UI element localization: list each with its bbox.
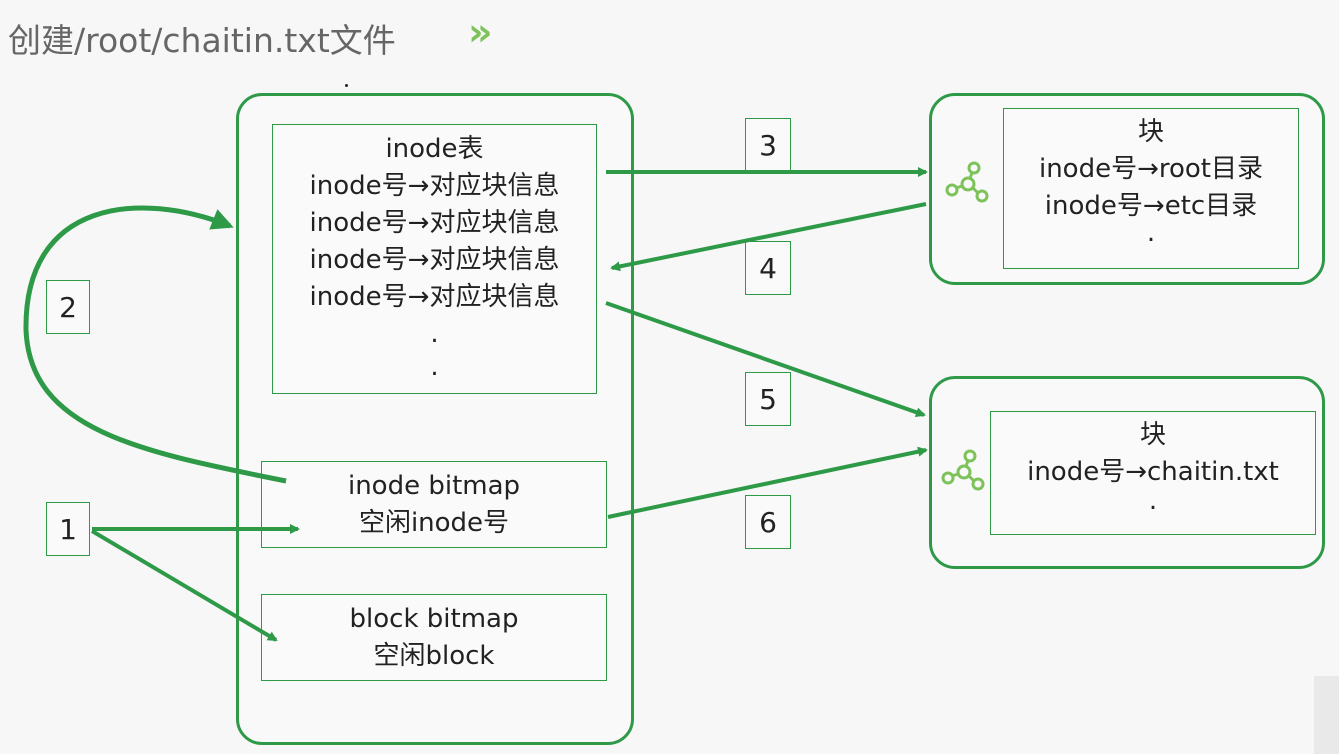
block-bottom-ellipsis: . [1148,486,1158,516]
page-title: 创建/root/chaitin.txt文件 [8,21,396,60]
inode-bitmap-box: inode bitmap 空闲inode号 [261,461,607,548]
inode-bitmap-sublabel: 空闲inode号 [358,508,510,538]
stray-dot [345,84,348,87]
block-top-header: 块 [1137,117,1164,147]
block-bottom-line: inode号→chaitin.txt [1027,457,1279,487]
step-6-label: 6 [745,495,791,549]
inode-table-box: inode表 inode号→对应块信息 inode号→对应块信息 inode号→… [272,124,597,394]
inode-bitmap-label: inode bitmap [347,471,521,501]
block-bottom-header: 块 [1139,420,1166,450]
block-top-ellipsis: . [1146,218,1156,248]
block-top-box: 块 inode号→root目录 inode号→etc目录 . [1003,108,1299,269]
step-5-label: 5 [745,372,791,426]
step-2-label: 2 [46,280,90,334]
block-top-line: inode号→root目录 [1038,154,1264,184]
block-bitmap-box: block bitmap 空闲block [261,594,607,681]
step-3-label: 3 [745,118,791,172]
double-chevron-right-icon: » [468,10,492,54]
inode-table-ellipsis: . [430,319,439,349]
share-node-icon [945,161,989,203]
inode-table-header: inode表 [385,134,484,164]
inode-table-ellipsis: . [430,352,439,382]
inode-table-row: inode号→对应块信息 [309,282,560,312]
corner-shade [1314,676,1339,754]
step-4-label: 4 [745,241,791,295]
inode-table-lines: inode表 inode号→对应块信息 inode号→对应块信息 inode号→… [273,131,596,386]
block-top-line: inode号→etc目录 [1044,191,1258,221]
inode-table-row: inode号→对应块信息 [309,208,560,238]
step-1-label: 1 [46,502,90,556]
share-node-icon [941,449,985,491]
inode-table-row: inode号→对应块信息 [309,171,560,201]
block-bitmap-label: block bitmap [349,604,519,634]
block-bitmap-sublabel: 空闲block [373,641,495,671]
inode-table-row: inode号→对应块信息 [309,245,560,275]
block-bottom-box: 块 inode号→chaitin.txt . [990,411,1316,535]
